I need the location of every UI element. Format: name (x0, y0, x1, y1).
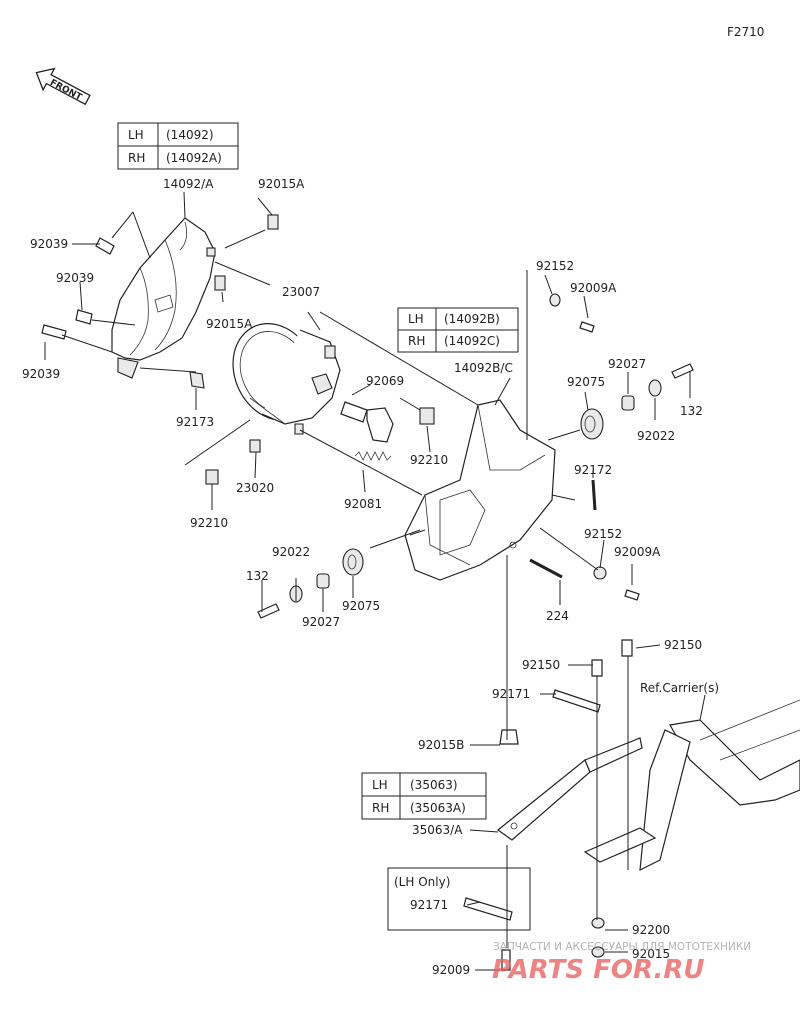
part-label: 92039 (22, 367, 60, 381)
grommet-bottom-drawing (342, 548, 364, 576)
part-label: 92075 (342, 599, 380, 613)
screw-92172-drawing (591, 479, 597, 511)
figure-code: F2710 (727, 25, 764, 39)
part-label: 132 (246, 569, 269, 583)
spring-drawing (354, 451, 392, 461)
part-label: 92009A (614, 545, 661, 559)
collar-top-drawing (621, 395, 635, 411)
part-label: 92200 (632, 923, 670, 937)
headlight-bracket-drawing (404, 399, 556, 581)
part-label: 132 (680, 404, 703, 418)
part-label: 92081 (344, 497, 382, 511)
leader-lines (44, 191, 706, 971)
part-label: 92015 (632, 947, 670, 961)
clip-92210-drawing (205, 469, 219, 485)
headlight-cover-drawing (111, 217, 216, 379)
part-label: 92009 (432, 963, 470, 977)
table-cell-part: (14092B) (444, 312, 500, 326)
part-label: 92039 (56, 271, 94, 285)
part-label: 92027 (608, 357, 646, 371)
part-label: 92075 (567, 375, 605, 389)
part-label: 92173 (176, 415, 214, 429)
bolt-224-drawing (529, 558, 563, 579)
carrier-frame-drawing (583, 699, 800, 872)
part-label: 92039 (30, 237, 68, 251)
table-cell-side: LH (128, 128, 144, 142)
part-label: 92172 (574, 463, 612, 477)
collar-bottom-drawing (316, 573, 330, 589)
front-arrow-label: FRONT (48, 78, 84, 103)
part-label: 23007 (282, 285, 320, 299)
table-cell-side: RH (408, 334, 425, 348)
part-label: 92150 (522, 658, 560, 672)
clip-92015a-mid-drawing (214, 275, 226, 291)
table-cell-part: (14092) (166, 128, 214, 142)
table-cell-side: LH (372, 778, 388, 792)
rivet-92039-c-drawing (41, 324, 67, 340)
part-label: 224 (546, 609, 569, 623)
bolt-92009a-top-drawing (579, 321, 595, 333)
table-cell-side: RH (128, 151, 145, 165)
bolt-92009a-bottom-drawing (624, 589, 640, 601)
table-stay: LH (35063) RH (35063A) (361, 772, 487, 820)
part-label: Ref.Carrier(s) (640, 681, 719, 695)
part-label: 92150 (664, 638, 702, 652)
lh-only-label: (LH Only) (394, 875, 450, 889)
washer-top-drawing (648, 379, 662, 397)
part-label: 92152 (584, 527, 622, 541)
part-label: 92009A (570, 281, 617, 295)
bolt-132-top-drawing (671, 363, 694, 379)
table-cell-side: LH (408, 312, 424, 326)
stay-drawing (463, 639, 643, 971)
part-label: 92015A (206, 317, 253, 331)
clip-92173-drawing (189, 371, 205, 389)
table-cell-side: RH (372, 801, 389, 815)
rivet-92039-b-drawing (75, 309, 93, 325)
part-label: 92171 (410, 898, 448, 912)
part-label: 92171 (492, 687, 530, 701)
part-label: 92027 (302, 615, 340, 629)
part-label: 92015B (418, 738, 464, 752)
table-headlight-cover: LH (14092) RH (14092A) (117, 122, 239, 170)
part-label: 92210 (190, 516, 228, 530)
front-arrow-icon: FRONT (35, 67, 91, 106)
table-cell-part: (14092A) (166, 151, 222, 165)
clip-92015a-top-drawing (267, 214, 279, 230)
bolt-132-bottom-drawing (257, 603, 280, 619)
part-label: 92022 (272, 545, 310, 559)
watermark-tagline: ЗАПЧАСТИ И АКСЕССУАРЫ ДЛЯ МОТОТЕХНИКИ (493, 941, 751, 953)
lh-only-box: (LH Only) (387, 867, 531, 931)
part-labels: 14092/A 92015A 92039 92039 92039 92015A … (22, 177, 719, 977)
part-label: 92069 (366, 374, 404, 388)
part-label: 92022 (637, 429, 675, 443)
nut-92152-top-drawing (549, 293, 561, 307)
bulb-drawing (340, 401, 435, 443)
table-headlight-bracket: LH (14092B) RH (14092C) (397, 307, 519, 353)
watermark-brand: PARTS FOR.RU (492, 955, 705, 985)
part-label: 23020 (236, 481, 274, 495)
part-label: 14092/A (163, 177, 214, 191)
part-label: 35063/A (412, 823, 463, 837)
part-label: 92152 (536, 259, 574, 273)
watermark: ЗАПЧАСТИ И АКСЕССУАРЫ ДЛЯ МОТОТЕХНИКИ PA… (492, 941, 751, 985)
grommet-top-drawing (580, 408, 604, 440)
table-cell-part: (35063A) (410, 801, 466, 815)
part-label: 14092B/C (454, 361, 513, 375)
part-label: 92210 (410, 453, 448, 467)
part-label: 92015A (258, 177, 305, 191)
clip-23020-drawing (249, 439, 261, 453)
rivet-92039-a-drawing (95, 237, 115, 255)
headlight-unit-drawing (232, 323, 341, 435)
table-cell-part: (35063) (410, 778, 458, 792)
table-cell-part: (14092C) (444, 334, 500, 348)
